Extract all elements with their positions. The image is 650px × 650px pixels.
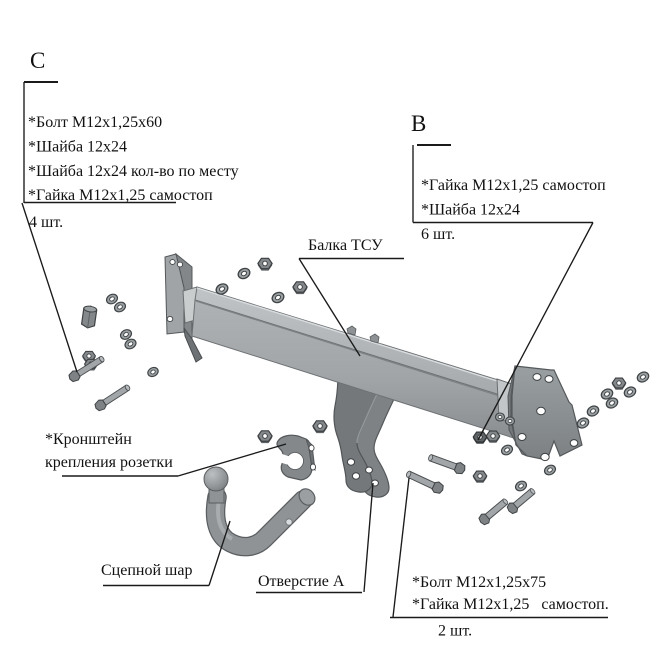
svg-text:*Гайка М12х1,25 самостоп: *Гайка М12х1,25 самостоп	[28, 187, 213, 204]
svg-text:В: В	[411, 111, 426, 136]
svg-text:крепления розетки: крепления розетки	[45, 454, 173, 471]
svg-text:Балка ТСУ: Балка ТСУ	[308, 237, 383, 254]
svg-text:Сцепной шар: Сцепной шар	[101, 562, 192, 579]
svg-text:6 шт.: 6 шт.	[421, 226, 455, 243]
svg-text:C: C	[30, 48, 45, 73]
svg-text:Отверстие А: Отверстие А	[258, 573, 345, 590]
svg-text:*Болт М12х1,25х75: *Болт М12х1,25х75	[412, 574, 546, 591]
svg-text:2 шт.: 2 шт.	[438, 623, 472, 640]
svg-text:*Шайба 12х24: *Шайба 12х24	[421, 202, 520, 219]
svg-text:*Шайба 12х24 кол-во по месту: *Шайба 12х24 кол-во по месту	[28, 163, 239, 180]
svg-text:*Гайка М12х1,25 самостоп.: *Гайка М12х1,25 самостоп.	[412, 596, 609, 613]
svg-text:4 шт.: 4 шт.	[29, 214, 63, 231]
svg-text:*Кронштейн: *Кронштейн	[45, 431, 132, 448]
svg-text:*Гайка М12х1,25 самостоп: *Гайка М12х1,25 самостоп	[421, 177, 606, 194]
svg-text:*Болт М12х1,25х60: *Болт М12х1,25х60	[28, 114, 162, 131]
svg-text:*Шайба 12х24: *Шайба 12х24	[28, 139, 127, 156]
